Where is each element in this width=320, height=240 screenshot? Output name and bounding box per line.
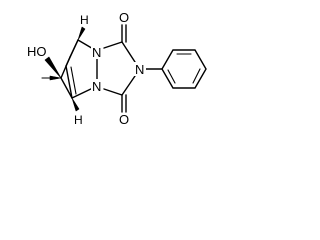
- bond-c5-c6-inner: [70, 66, 77, 95]
- o-upper-label: O: [119, 10, 129, 25]
- bond-c1-c5: [65, 39, 79, 67]
- hydroxyl-wedge: [44, 56, 62, 79]
- h-lower-label: H: [74, 113, 83, 127]
- h-upper-wedge: [77, 26, 86, 41]
- bond-c10-n3: [121, 75, 136, 96]
- methyl-wedge: [49, 75, 62, 81]
- n-imide-label: N: [135, 62, 144, 77]
- bond-c9-n3: [121, 41, 136, 63]
- bond-c7-c4: [60, 77, 73, 99]
- molecule-structure: N N N O O HO H H: [27, 10, 207, 127]
- n-lower-label: N: [92, 79, 101, 94]
- bond-n2-c10: [103, 88, 123, 96]
- n-imide-mask: [134, 62, 146, 76]
- h-lower-wedge: [71, 97, 80, 112]
- bond-c5-c6: [65, 65, 73, 99]
- h-upper-label: H: [80, 13, 89, 27]
- phenyl-ring: [161, 49, 207, 89]
- n-upper-mask: [91, 45, 103, 59]
- n-upper-label: N: [92, 45, 101, 60]
- phenyl-double-bond-3: [167, 69, 176, 84]
- hydroxyl-label: HO: [27, 44, 47, 59]
- n-lower-mask: [91, 79, 103, 93]
- phenyl-double-bond-2: [192, 68, 201, 84]
- bond-n1-c9: [103, 41, 123, 49]
- o-lower-label: O: [119, 112, 129, 127]
